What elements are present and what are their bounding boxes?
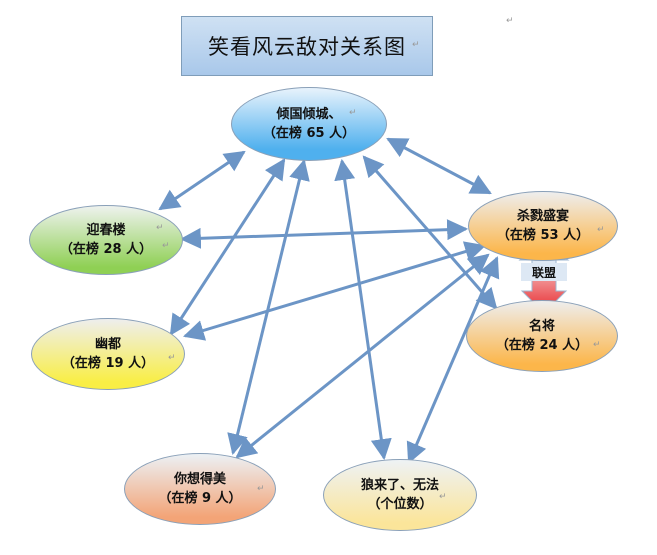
paragraph-mark: ↵ — [168, 353, 176, 363]
faction-node-nixiang: 你想得美 （在榜 9 人） — [124, 453, 276, 525]
faction-rank: （在榜 53 人） — [496, 228, 590, 243]
faction-node-yingchun: 迎春楼 （在榜 28 人） — [29, 205, 183, 275]
faction-rank: （在榜 24 人） — [495, 338, 589, 353]
edge-qingguo-shalu — [386, 137, 492, 195]
paragraph-mark: ↵ — [257, 484, 265, 494]
diagram-title: 笑看风云敌对关系图 — [181, 16, 433, 76]
faction-node-langlai: 狼来了、无法 （个位数） — [323, 459, 477, 531]
faction-name: 你想得美 — [173, 472, 226, 487]
alliance-label: 联盟 — [521, 263, 567, 281]
faction-node-youdu: 幽都 （在榜 19 人） — [31, 318, 185, 390]
edge-shalu-langlai — [406, 256, 500, 464]
faction-node-qingguo: 倾国倾城、 （在榜 65 人） — [231, 87, 387, 161]
faction-rank: （在榜 9 人） — [158, 491, 242, 506]
faction-rank: （在榜 65 人） — [262, 126, 356, 141]
faction-name: 杀戮盛宴 — [516, 209, 569, 224]
paragraph-mark: ↵ — [439, 492, 447, 502]
edge-qingguo-nixiang — [227, 158, 310, 456]
faction-rank: （个位数） — [367, 497, 433, 512]
paragraph-mark: ↵ — [156, 223, 164, 233]
faction-rank: （在榜 28 人） — [59, 242, 153, 257]
faction-name: 名将 — [528, 319, 555, 334]
faction-name: 倾国倾城、 — [276, 107, 342, 122]
faction-name: 迎春楼 — [86, 223, 126, 238]
paragraph-mark: ↵ — [412, 40, 420, 50]
faction-rank: （在榜 19 人） — [61, 356, 155, 371]
edge-shalu-yingchun — [179, 219, 469, 249]
relationship-arrows — [158, 137, 500, 464]
paragraph-mark: ↵ — [597, 225, 605, 235]
edge-qingguo-yingchun — [158, 150, 246, 211]
edge-qingguo-langlai — [334, 158, 392, 461]
faction-node-mingjiang: 名将 （在榜 24 人） — [466, 300, 618, 372]
faction-name: 狼来了、无法 — [360, 478, 439, 493]
paragraph-mark: ↵ — [162, 241, 170, 251]
paragraph-mark: ↵ — [506, 16, 514, 26]
faction-node-shalu: 杀戮盛宴 （在榜 53 人） — [468, 191, 618, 261]
paragraph-mark: ↵ — [349, 108, 357, 118]
edge-shalu-youdu — [182, 241, 487, 341]
paragraph-mark: ↵ — [593, 340, 601, 350]
faction-name: 幽都 — [94, 337, 121, 352]
